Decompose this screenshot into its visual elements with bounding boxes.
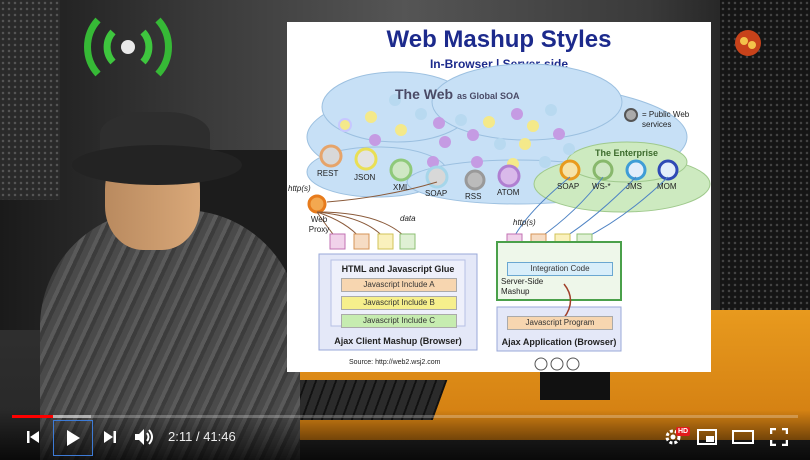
time-separator: / (192, 429, 204, 444)
progress-bar[interactable] (12, 415, 798, 418)
cloud-suffix: as Global SOA (456, 91, 520, 101)
label-atom: ATOM (497, 188, 520, 197)
channel-logo-icon[interactable] (733, 28, 763, 58)
web-proxy-label: Web Proxy (308, 215, 330, 234)
broadcast-icon (84, 17, 172, 77)
right-box-footer: Ajax Application (Browser) (501, 337, 617, 347)
server-mashup-label: Server-Side Mashup (501, 277, 544, 296)
label-soap: SOAP (425, 189, 448, 198)
http-right-label: http(s) (513, 218, 536, 227)
include-a: Javascript Include A (341, 278, 457, 292)
settings-button[interactable] (660, 425, 686, 449)
label-mom: MOM (657, 182, 677, 191)
skip-next-icon (104, 431, 116, 443)
include-b: Javascript Include B (341, 296, 457, 310)
presentation-slide: Web Mashup Styles In-Browser | Server-si… (287, 22, 711, 372)
label-rss: RSS (465, 192, 482, 201)
play-icon (67, 430, 80, 446)
volume-icon (135, 429, 153, 445)
legend-label: = Public Web services (642, 110, 690, 129)
theater-mode-icon (732, 430, 754, 444)
http-left-label: http(s) (288, 184, 311, 193)
cloud-title: The Web (395, 86, 454, 102)
enterprise-title: The Enterprise (595, 148, 659, 158)
label-rest: REST (317, 169, 339, 178)
avatar-hat-brim (72, 145, 242, 185)
miniplayer-icon (697, 429, 717, 445)
fullscreen-icon (770, 428, 788, 446)
label-xml: XML (393, 183, 410, 192)
current-time: 2:11 (168, 429, 193, 444)
next-button[interactable] (97, 424, 123, 450)
label-json: JSON (354, 173, 376, 182)
label-jms: JMS (626, 182, 642, 191)
left-box-footer: Ajax Client Mashup (Browser) (334, 336, 462, 346)
fullscreen-button[interactable] (765, 425, 793, 449)
data-label: data (400, 214, 416, 223)
label-enterprise-soap: SOAP (557, 182, 580, 191)
time-display: 2:11 / 41:46 (168, 429, 236, 444)
duration: 41:46 (203, 429, 236, 444)
play-button[interactable] (53, 420, 93, 456)
include-c: Javascript Include C (341, 314, 457, 328)
label-ws: WS-* (592, 182, 611, 191)
progress-played (12, 415, 53, 418)
volume-button[interactable] (130, 424, 160, 450)
slide-title: Web Mashup Styles (386, 26, 612, 53)
hd-badge: HD (676, 427, 691, 436)
skip-previous-icon (27, 431, 39, 443)
theater-mode-button[interactable] (729, 425, 757, 449)
diagram-graphics (306, 63, 711, 371)
scene-left-panel (0, 0, 60, 200)
slide-source: Source: http://web2.wsj2.com (349, 359, 441, 366)
previous-button[interactable] (20, 424, 46, 450)
integration-code: Integration Code (507, 262, 613, 276)
gear-icon (665, 429, 681, 445)
left-box-title: HTML and Javascript Glue (341, 264, 455, 274)
miniplayer-button[interactable] (694, 425, 720, 449)
javascript-program: Javascript Program (507, 316, 613, 330)
